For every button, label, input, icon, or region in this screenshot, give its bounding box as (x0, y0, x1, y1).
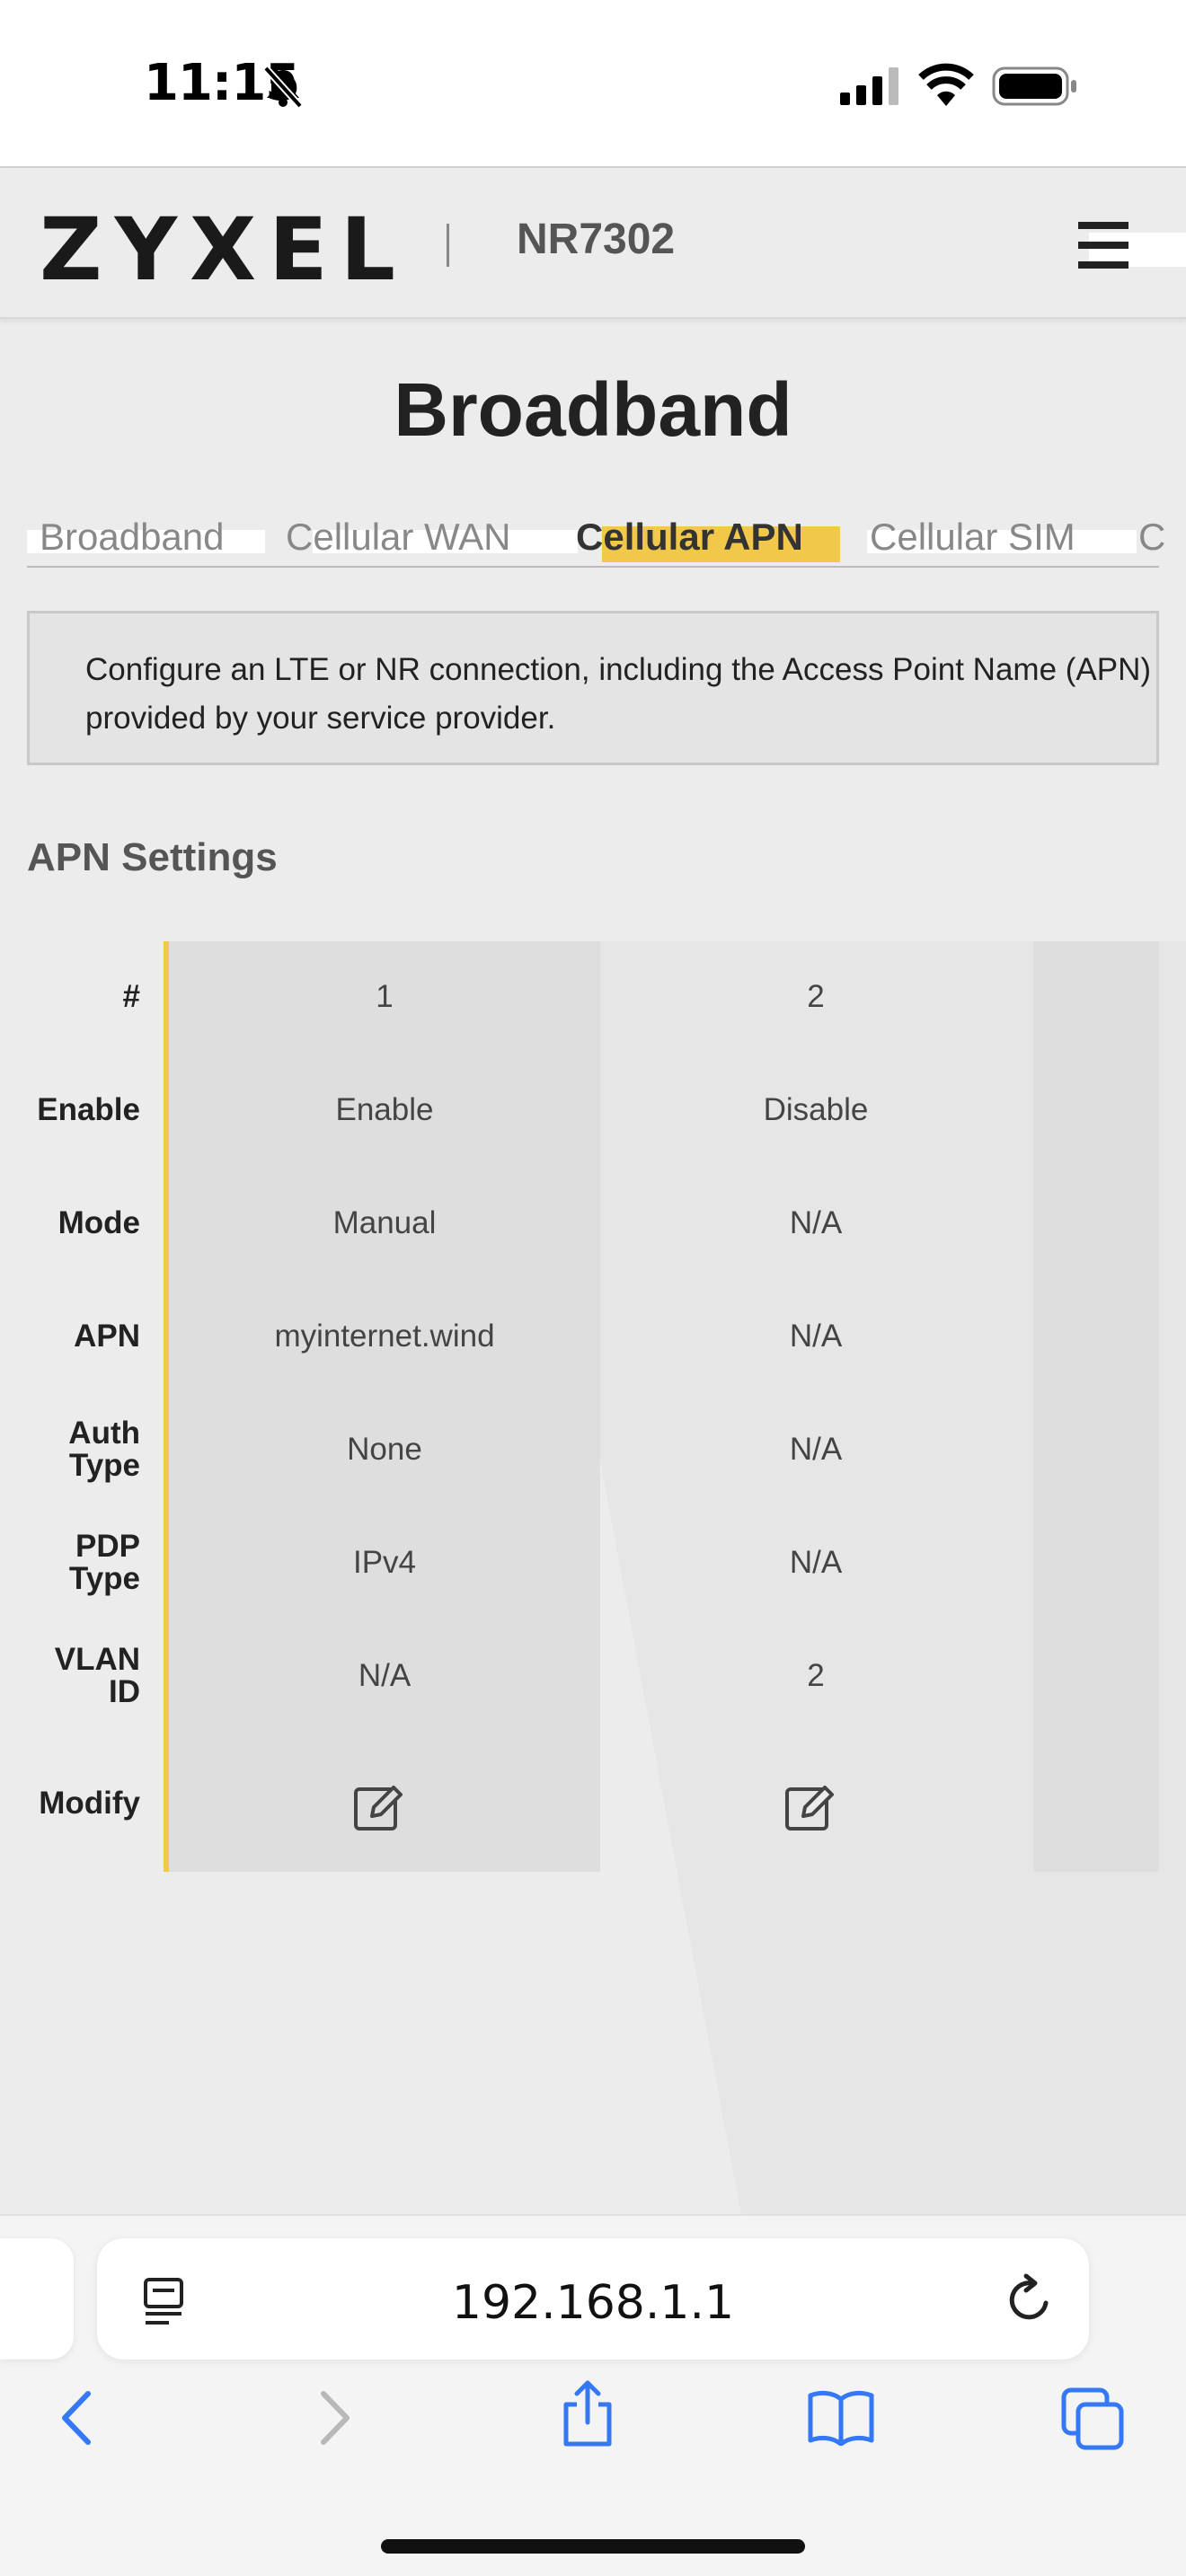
edit-icon[interactable] (352, 1780, 406, 1834)
previous-tab-pill[interactable] (0, 2238, 74, 2360)
info-text: Configure an LTE or NR connection, inclu… (85, 652, 1152, 736)
accent-line (164, 941, 169, 1872)
row-label-apn: APN (74, 1319, 140, 1354)
tab-bar: Broadband Cellular WAN Cellular APN Cell… (27, 512, 1165, 568)
reader-icon[interactable] (142, 2276, 189, 2326)
bookmarks-icon[interactable] (807, 2386, 875, 2446)
tab-underlay (27, 530, 265, 553)
bell-slash-icon (263, 66, 303, 108)
hamburger-menu-icon[interactable] (1078, 222, 1128, 270)
row-label-auth-type: Auth Type (68, 1416, 140, 1483)
device-model: NR7302 (517, 216, 676, 263)
row-label-vlan-id: VLAN ID (54, 1642, 140, 1709)
url-text[interactable]: 192.168.1.1 (451, 2276, 735, 2330)
apn2-vlan-id: 2 (807, 1658, 825, 1693)
apn1-mode: Manual (332, 1205, 437, 1240)
info-box: Configure an LTE or NR connection, inclu… (27, 611, 1159, 765)
back-icon[interactable] (54, 2386, 99, 2449)
edit-icon[interactable] (783, 1780, 837, 1834)
page-title: Broadband (394, 367, 792, 452)
tab-underlay (867, 530, 1137, 553)
status-bar: 11:15 (0, 0, 1186, 166)
apn2-index: 2 (807, 979, 825, 1014)
tab-underlay (313, 530, 578, 553)
apn1-pdp-type: IPv4 (352, 1545, 417, 1580)
home-indicator (381, 2539, 805, 2554)
reload-icon[interactable] (1005, 2272, 1057, 2326)
apn2-apn: N/A (789, 1319, 843, 1354)
tab-cellular-wan[interactable]: Cellular WAN (286, 516, 511, 558)
brand-logo[interactable]: ZYXEL (40, 199, 408, 300)
wifi-icon (918, 63, 974, 106)
address-bar[interactable]: 192.168.1.1 (97, 2238, 1089, 2360)
battery-icon (992, 66, 1076, 106)
header-divider (447, 224, 449, 267)
header-overlay (1089, 233, 1186, 267)
tab-overflow[interactable]: C (1138, 516, 1166, 558)
row-label-pdp-type: PDP Type (68, 1529, 140, 1596)
tab-cellular-apn[interactable]: Cellular APN (576, 516, 803, 558)
tabs-icon[interactable] (1060, 2386, 1125, 2451)
cellular-signal-icon (840, 67, 898, 105)
apn1-enable: Enable (335, 1092, 434, 1127)
apn-table: # Enable Mode APN Auth Type PDP Type VLA… (0, 941, 1186, 1874)
apn2-pdp-type: N/A (789, 1545, 843, 1580)
top-header: ZYXEL NR7302 (0, 166, 1186, 319)
active-tab-highlight (602, 526, 840, 562)
section-title: APN Settings (27, 835, 278, 879)
apn1-auth-type: None (347, 1432, 422, 1467)
apn2-enable: Disable (763, 1092, 869, 1127)
apn2-mode: N/A (789, 1205, 843, 1240)
row-label-enable: Enable (37, 1092, 140, 1127)
tab-broadband[interactable]: Broadband (40, 516, 225, 558)
apn-column-1 (169, 941, 600, 1872)
apn1-apn: myinternet.wind (274, 1319, 495, 1354)
apn1-vlan-id: N/A (358, 1658, 412, 1693)
apn1-index: 1 (376, 979, 394, 1014)
apn2-auth-type: N/A (789, 1432, 843, 1467)
row-label-modify: Modify (39, 1786, 140, 1821)
tab-cellular-sim[interactable]: Cellular SIM (870, 516, 1075, 558)
browser-toolbar: 192.168.1.1 (0, 2214, 1186, 2576)
apn-column-3 (1033, 941, 1159, 1872)
row-label-index: # (122, 979, 140, 1014)
share-icon[interactable] (559, 2378, 616, 2449)
row-label-mode: Mode (58, 1205, 140, 1240)
forward-icon[interactable] (313, 2386, 358, 2449)
